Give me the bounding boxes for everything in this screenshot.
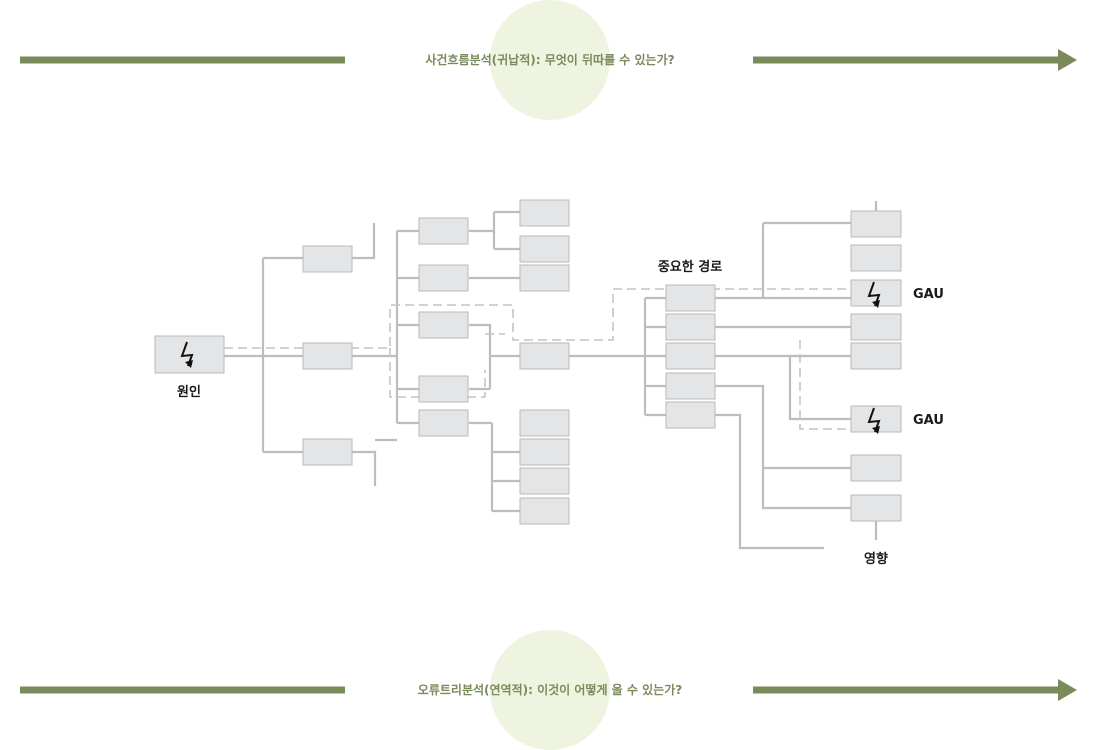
critical-cluster-box	[665, 401, 716, 429]
impact-label: 영향	[864, 551, 888, 567]
level3-box	[519, 438, 570, 466]
gau-label-2: GAU	[913, 413, 944, 428]
lightning-icon	[867, 281, 881, 308]
level3-box	[519, 497, 570, 525]
lightning-icon	[180, 341, 194, 368]
level2-box	[418, 311, 469, 339]
level1-box-top	[302, 245, 353, 273]
level2-box	[418, 264, 469, 292]
outcome-box	[850, 342, 902, 370]
arrow-right-icon	[753, 679, 1077, 701]
level3-box	[519, 235, 570, 263]
connector-lines	[224, 201, 878, 550]
level3-box	[519, 199, 570, 227]
bottom-banner-text: 오류트리분석(연역적): 이것이 어떻게 올 수 있는가?	[418, 682, 682, 697]
outcome-box	[850, 454, 902, 482]
critical-path-junction-box	[519, 342, 570, 370]
level3-box	[519, 264, 570, 292]
lightning-icon	[867, 407, 881, 434]
top-banner-text: 사건흐름분석(귀납적): 무엇이 뒤따를 수 있는가?	[425, 52, 674, 67]
gau-label-1: GAU	[913, 287, 944, 302]
critical-path-label: 중요한 경로	[658, 259, 722, 275]
level2-box	[418, 217, 469, 245]
top-banner: 사건흐름분석(귀납적): 무엇이 뒤따를 수 있는가?	[20, 0, 1077, 120]
level1-box-middle	[302, 342, 353, 370]
level2-box	[418, 409, 469, 437]
level3-box	[519, 409, 570, 437]
critical-cluster-box	[665, 284, 716, 312]
level1-box-bottom	[302, 438, 353, 466]
outcome-box	[850, 313, 902, 341]
impact-box	[850, 494, 902, 522]
diagram-boxes	[154, 199, 902, 525]
bottom-banner-circle	[490, 630, 610, 750]
critical-cluster-box	[665, 342, 716, 370]
critical-cluster-box	[665, 313, 716, 341]
top-banner-circle	[490, 0, 610, 120]
bottom-banner: 오류트리분석(연역적): 이것이 어떻게 올 수 있는가?	[20, 630, 1077, 750]
critical-cluster-box	[665, 372, 716, 400]
outcome-box	[850, 210, 902, 238]
outcome-box	[850, 244, 902, 272]
cause-label: 원인	[177, 384, 201, 400]
level3-box	[519, 467, 570, 495]
level2-box	[418, 375, 469, 403]
arrow-right-icon	[753, 49, 1077, 71]
